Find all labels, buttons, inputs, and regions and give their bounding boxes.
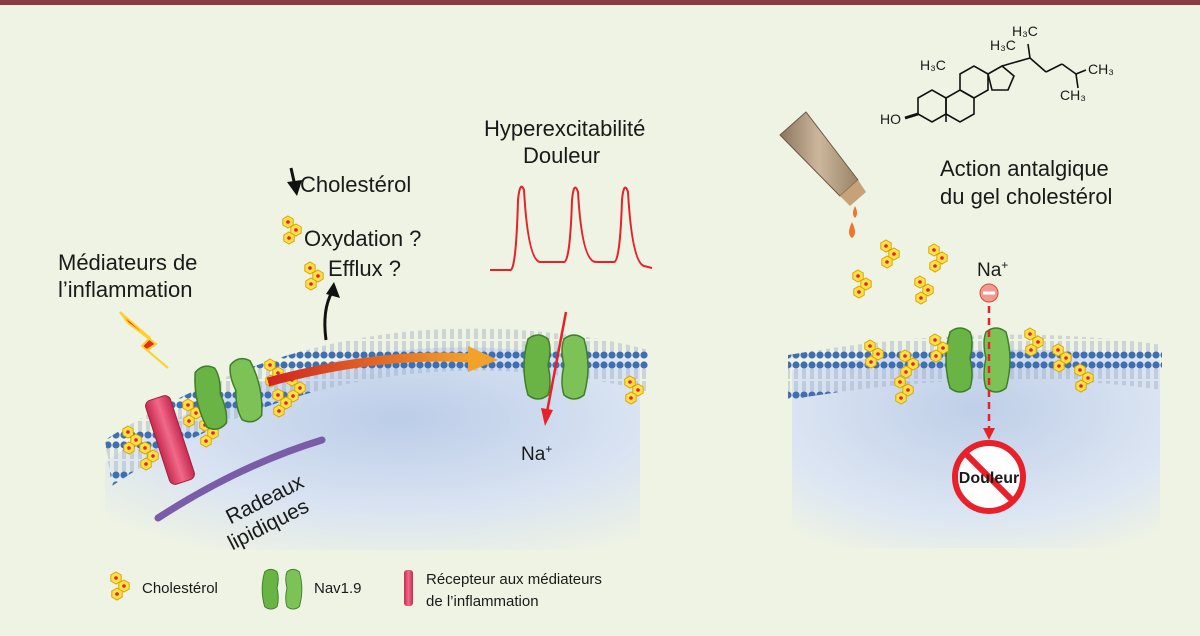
legend-cholesterol-icon [110,571,130,601]
na-right-label: Na+ [977,258,1008,281]
hyper-label-1: Hyperexcitabilité [484,116,645,141]
no-pain-label: Douleur [959,470,1019,487]
lipid-raft-line [154,436,326,522]
flow-arrow [266,352,471,387]
inflammation-receptor [145,395,195,485]
lightning-icon [119,311,169,369]
blocked-na-arrowhead [983,428,995,440]
flow-arrowhead [468,346,498,372]
minus-bar [983,291,995,295]
action-potential-trace [490,185,653,272]
na-left-label: Na+ [521,442,552,465]
cholesterol-gel-tube [779,111,866,238]
legend-channel-label: Nav1.9 [314,580,362,597]
legend-cholesterol-label: Cholestérol [142,580,218,597]
legend-channel-icon [261,568,303,610]
action-label-1: Action antalgique [940,156,1109,181]
hyper-label-2: Douleur [523,143,600,168]
oxidation-label: Oxydation ? [304,226,421,251]
cholesterol-cluster-oxidation [282,215,302,245]
efflux-arrowhead [326,282,340,298]
molecule-h3c-a: H₃C [920,57,946,73]
cholesterol-down-label: Cholestérol [300,172,411,197]
efflux-label: Efflux ? [328,256,401,281]
top-bar [0,0,1200,5]
molecule-labels: H₃C H₃C H₃C CH₃ CH₃ HO [880,23,1114,127]
na-influx-arrowhead [541,408,553,426]
molecule-h3c-b: H₃C [990,37,1016,53]
legend-receptor-icon [404,570,413,606]
legend-receptor-label-2: de l’inflammation [426,593,539,610]
molecule-ho: HO [880,111,901,127]
action-label-2: du gel cholestérol [940,184,1112,209]
mediators-label-1: Médiateurs de [58,250,197,275]
na-influx-arrow [545,311,568,413]
no-pain-icon [952,440,1026,514]
left-membrane [105,328,648,486]
mediators-label-2: l’inflammation [58,277,193,302]
cholesterol-molecule-icon [904,43,1087,123]
cholesterol-cluster-efflux [304,261,324,291]
molecule-ch3-b: CH₃ [1060,87,1086,103]
molecule-ch3-a: CH₃ [1088,61,1114,77]
efflux-arrow [323,291,334,341]
molecule-h3c-c: H₃C [1012,23,1038,39]
legend-receptor-label-1: Récepteur aux médiateurs [426,571,602,588]
decrease-arrowhead [287,180,302,196]
legend: Cholestérol Nav1.9 Récepteur aux médiate… [110,568,602,610]
